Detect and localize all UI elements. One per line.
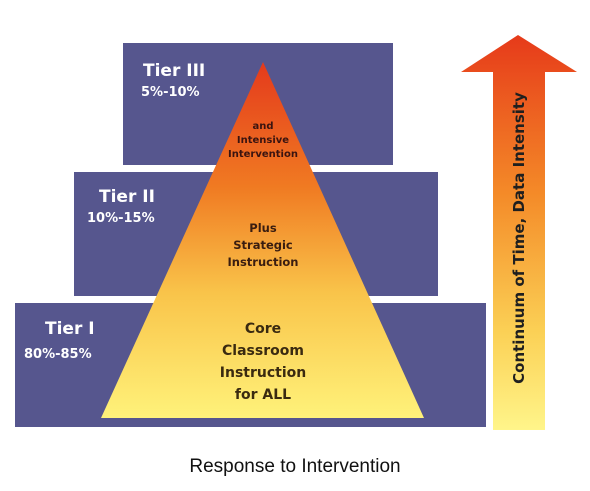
pyramid-bottom-line-3: Instruction <box>220 365 306 381</box>
continuum-arrow-label: Continuum of Time, Data Intensity <box>510 92 528 384</box>
pyramid-top-line-3: Intervention <box>228 149 298 160</box>
continuum-arrow <box>461 35 577 430</box>
tier-2-percent: 10%-15% <box>87 211 155 226</box>
pyramid-bottom-line-4: for ALL <box>235 387 291 403</box>
pyramid-middle-line-1: Plus <box>249 221 277 235</box>
pyramid-top-line-1: and <box>252 121 273 132</box>
pyramid-bottom-line-1: Core <box>245 321 281 337</box>
tier-1-percent: 80%-85% <box>24 347 92 362</box>
pyramid-middle-line-3: Instruction <box>227 255 298 269</box>
pyramid-top-line-2: Intensive <box>237 135 289 146</box>
pyramid-middle-line-2: Strategic <box>233 238 293 252</box>
tier-1-name: Tier I <box>45 319 95 339</box>
tier-2-name: Tier II <box>99 187 155 207</box>
pyramid-bottom-line-2: Classroom <box>222 343 304 359</box>
diagram-caption: Response to Intervention <box>189 456 401 477</box>
tier-3-name: Tier III <box>143 61 205 81</box>
tier-3-percent: 5%-10% <box>141 85 200 100</box>
pyramid <box>101 62 424 418</box>
